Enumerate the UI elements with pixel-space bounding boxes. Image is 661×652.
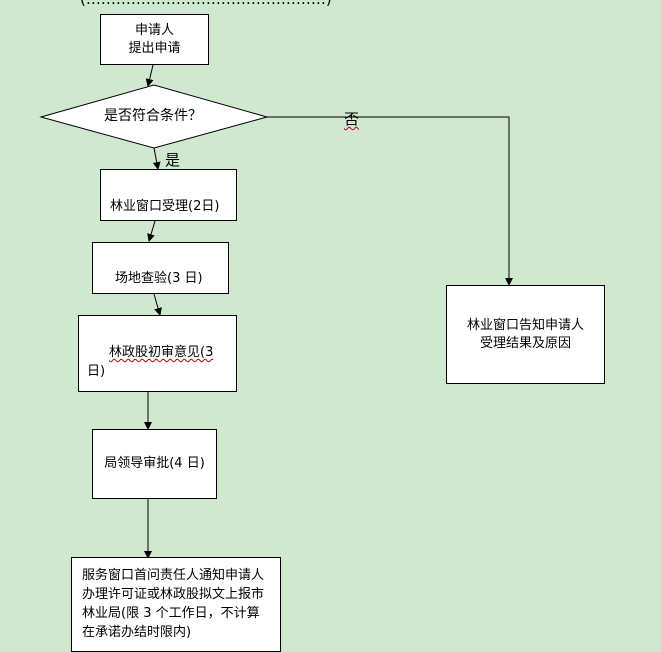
- arrow-accept-to-inspect: [147, 220, 156, 242]
- node-apply-line1: 申请人: [134, 22, 174, 38]
- node-accept: 林业窗口受理(2日): [100, 169, 237, 221]
- arrow-apply-to-decision: [145, 64, 154, 87]
- arrow-decision-to-accept: [152, 147, 161, 170]
- node-reject: 林业窗口告知申请人 受理结果及原因: [446, 285, 605, 384]
- node-reject-line2: 受理结果及原因: [479, 335, 571, 351]
- node-apply: 申请人 提出申请: [100, 14, 209, 65]
- top-cut-text: (…………………………………………): [80, 0, 332, 8]
- node-opinion-line2: 日): [87, 364, 106, 379]
- node-opinion-line1: 林政股初审意见(3: [109, 344, 213, 362]
- node-accept-label: 林业窗口受理(2日): [110, 199, 220, 214]
- node-approve-label: 局领导审批(4 日): [104, 456, 205, 471]
- arrow-decision-to-reject: [267, 116, 513, 286]
- node-reject-line1: 林业窗口告知申请人: [466, 317, 584, 333]
- node-inspect: 场地查验(3 日): [92, 242, 229, 294]
- node-opinion: 林政股初审意见(3 日): [78, 315, 237, 392]
- node-inspect-label: 场地查验(3 日): [115, 271, 203, 286]
- edge-label-no: 否: [344, 108, 359, 129]
- decision-label: 是否符合条件？: [104, 108, 202, 124]
- edge-label-no-text: 否: [344, 110, 360, 128]
- node-opinion-line1-text: 林政股初审意见(3: [109, 345, 214, 360]
- node-apply-line2: 提出申请: [128, 40, 181, 56]
- node-approve: 局领导审批(4 日): [92, 429, 217, 499]
- node-notify-label: 服务窗口首问责任人通知申请人办理许可证或林政股拟文上报市林业局(限 3 个工作日…: [82, 568, 265, 640]
- node-notify: 服务窗口首问责任人通知申请人办理许可证或林政股拟文上报市林业局(限 3 个工作日…: [71, 557, 281, 652]
- arrow-inspect-to-opinion: [153, 293, 162, 316]
- edge-label-yes: 是: [165, 151, 181, 169]
